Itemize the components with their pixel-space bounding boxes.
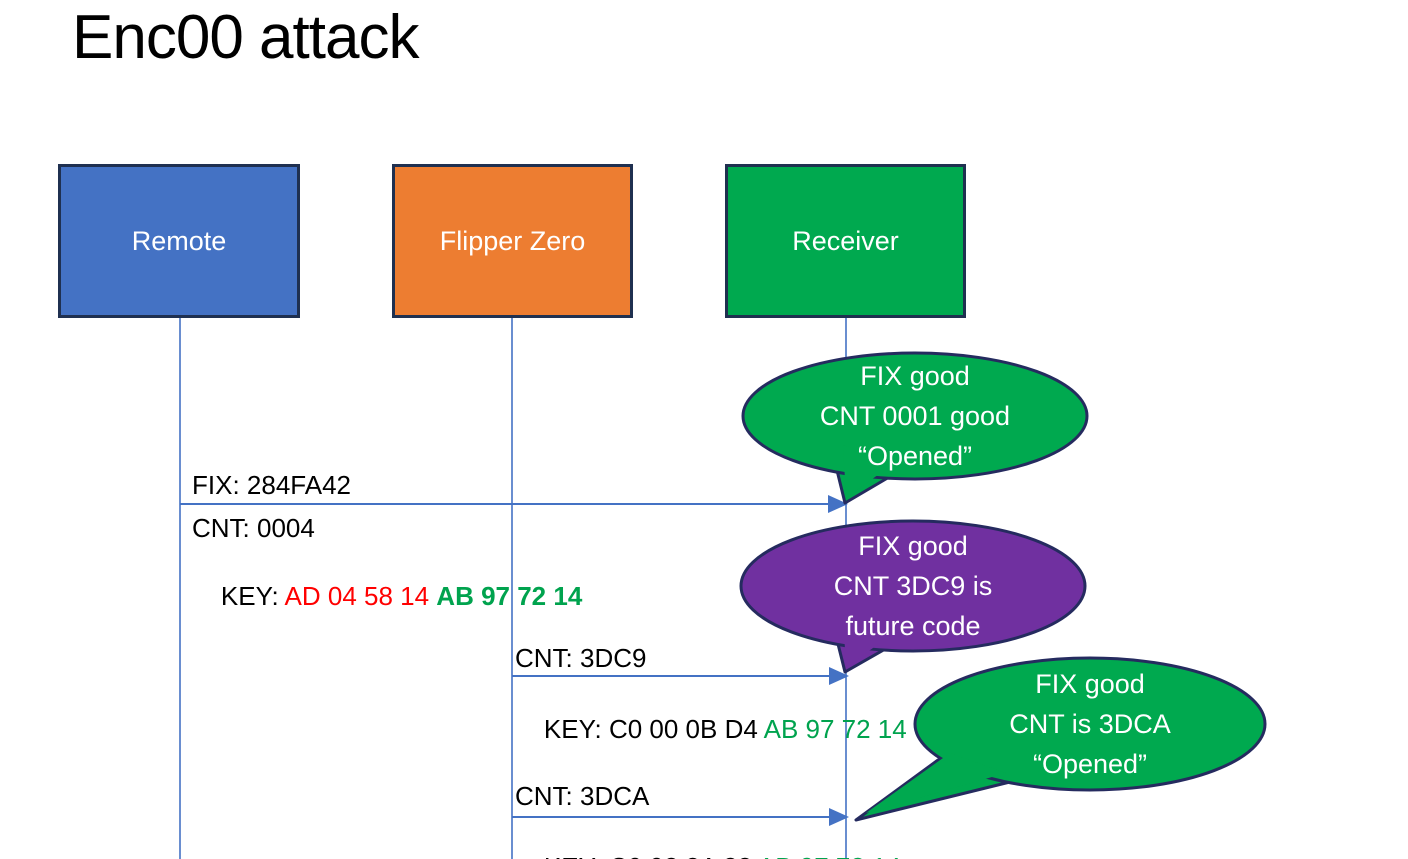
speech-bubble-3-line-3: “Opened” [1032, 749, 1148, 779]
message-1-key-label: KEY: [220, 581, 285, 611]
actor-box-remote: Remote [58, 164, 300, 318]
message-3-key-green-bytes: AB 97 72 14 [758, 852, 901, 859]
message-1-fix: FIX: 284FA42 [192, 470, 351, 500]
speech-bubble-1-line-3: “Opened” [857, 441, 973, 471]
message-3-key: KEY: C0 02 8A 33 AB 97 72 14 [515, 822, 901, 859]
speech-bubble-1-line-1: FIX good [860, 361, 970, 391]
speech-bubble-1-body [741, 351, 1089, 481]
speech-bubble-2-text: FIX good CNT 3DC9 is future code [742, 522, 1084, 650]
message-2-key: KEY: C0 00 0B D4 AB 97 72 14 [515, 684, 907, 774]
speech-bubble-2 [739, 519, 1087, 674]
message-arrowhead-2 [829, 667, 849, 685]
message-2-cnt: CNT: 3DC9 [515, 643, 647, 673]
speech-bubble-3-body [913, 656, 1267, 792]
speech-bubble-3-text: FIX good CNT is 3DCA “Opened” [916, 658, 1264, 790]
actor-box-flipper-zero: Flipper Zero [392, 164, 633, 318]
speech-bubble-1-text: FIX good CNT 0001 good “Opened” [744, 352, 1086, 480]
actor-label-remote: Remote [131, 225, 227, 256]
actor-box-receiver: Receiver [725, 164, 966, 318]
speech-bubble-2-line-3: future code [845, 611, 981, 641]
actor-label-flipper-zero: Flipper Zero [439, 225, 586, 256]
message-1-key: KEY: AD 04 58 14 AB 97 72 14 [192, 551, 582, 641]
message-1-key-red-bytes: AD 04 58 14 [284, 581, 437, 611]
message-1-key-green-bytes: AB 97 72 14 [436, 581, 583, 611]
speech-bubble-3 [854, 656, 1267, 822]
message-3-key-label: KEY: C0 02 8A 33 [544, 852, 758, 859]
message-arrowhead-1 [828, 495, 848, 513]
speech-bubble-1-line-2: CNT 0001 good [819, 401, 1011, 431]
speech-bubble-3-tail-join [866, 753, 1006, 813]
message-arrowhead-3 [829, 808, 849, 826]
message-3-cnt: CNT: 3DCA [515, 781, 650, 811]
actor-label-receiver: Receiver [792, 225, 899, 256]
page-title: Enc00 attack [72, 3, 419, 72]
speech-bubble-1 [741, 351, 1089, 505]
message-2-key-label: KEY: C0 00 0B D4 [543, 714, 764, 744]
speech-bubble-1-tail-join [843, 445, 897, 498]
message-2-key-green-bytes: AB 97 72 14 [763, 714, 907, 744]
speech-bubble-2-line-1: FIX good [858, 531, 968, 561]
speech-bubble-3-line-1: FIX good [1035, 669, 1145, 699]
speech-bubble-3-line-2: CNT is 3DCA [1009, 709, 1171, 739]
speech-bubble-2-line-2: CNT 3DC9 is [833, 571, 993, 601]
speech-bubble-2-body [739, 519, 1087, 653]
speech-bubble-2-tail-join [843, 615, 897, 667]
message-1-cnt: CNT: 0004 [192, 513, 315, 543]
